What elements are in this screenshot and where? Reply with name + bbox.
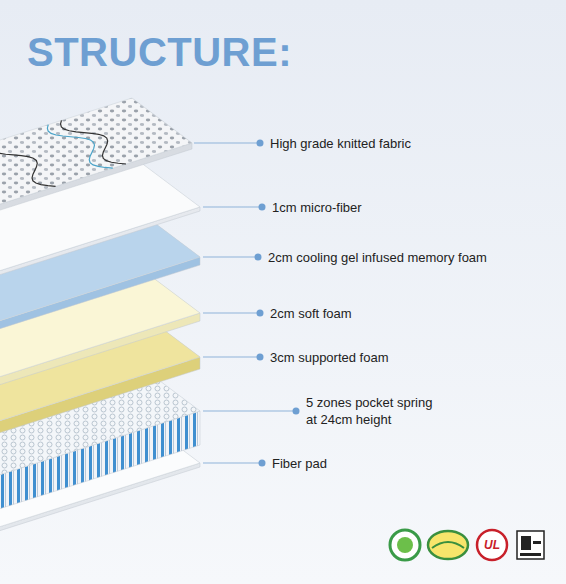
ul-logo [477, 530, 507, 560]
quilt-stitch [0, 143, 56, 187]
leader-dot [257, 310, 264, 317]
leader-line [203, 463, 262, 464]
leader-line [203, 411, 296, 412]
layer-top [0, 98, 192, 213]
leader-dot [293, 408, 300, 415]
leader-dot [257, 354, 264, 361]
layer-label: Fiber pad [272, 455, 327, 472]
cert-logo [432, 542, 464, 548]
leader-line [203, 313, 260, 314]
logo-text: UL [484, 538, 500, 552]
leader-line [203, 357, 260, 358]
quilt-stitch [47, 125, 112, 169]
leader-line [194, 143, 260, 144]
layer-label: 3cm supported foam [270, 349, 389, 366]
cert-logo [397, 537, 413, 553]
cert-logo [390, 530, 420, 560]
layer-label: High grade knitted fabric [270, 135, 411, 152]
leader-dot [259, 460, 266, 467]
leader-line [203, 257, 258, 258]
layer-label: 2cm soft foam [270, 305, 352, 322]
mattress-layer [0, 98, 192, 219]
leader-line [203, 207, 262, 208]
resistant-logo [520, 553, 541, 556]
layer-label: 1cm micro-fiber [272, 199, 362, 216]
leader-dot [259, 204, 266, 211]
layer-label: 2cm cooling gel infused memory foam [268, 249, 487, 266]
resistant-logo [533, 541, 541, 544]
resistant-logo [517, 531, 544, 559]
layer-label: 5 zones pocket spring at 24cm height [306, 394, 438, 428]
leader-dot [257, 140, 264, 147]
resistant-logo [521, 536, 531, 550]
title: STRUCTURE: [27, 30, 292, 75]
leader-dot [255, 254, 262, 261]
cert-logo [428, 531, 468, 559]
